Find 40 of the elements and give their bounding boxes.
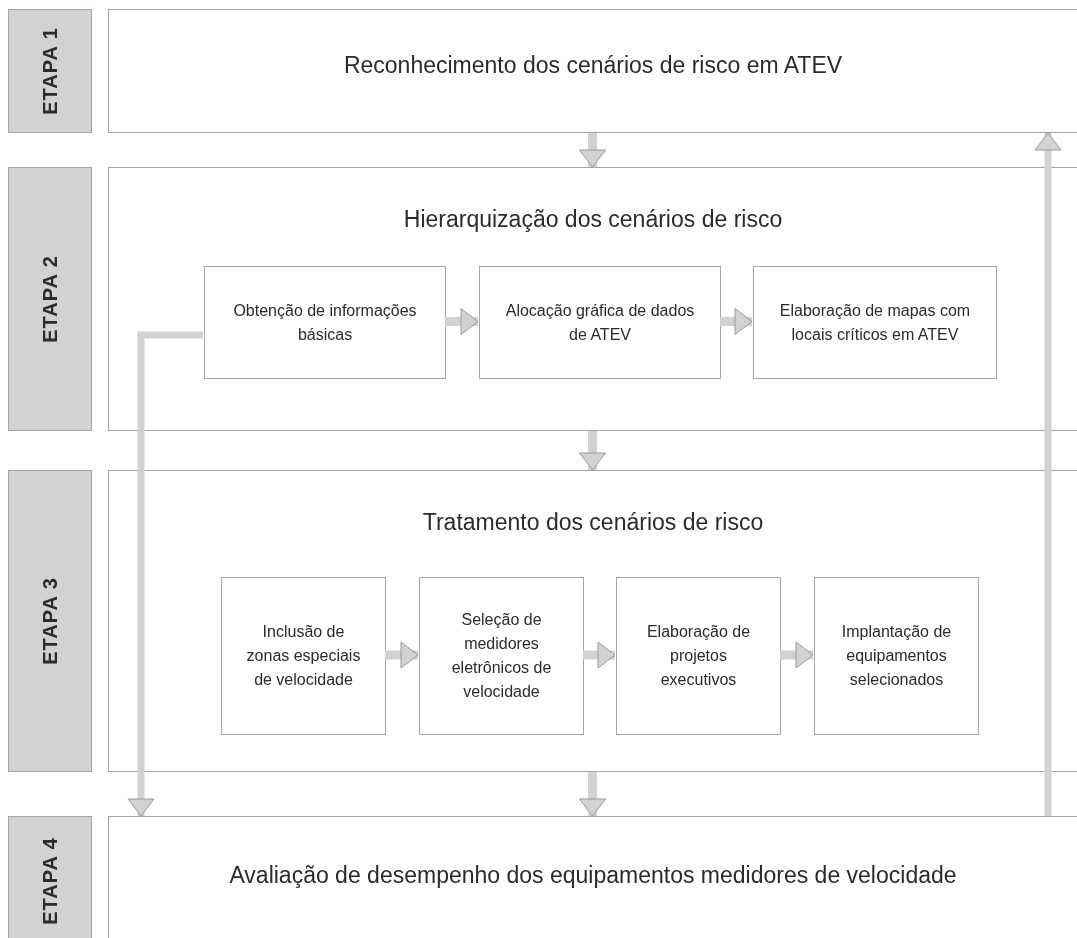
- stage-label: ETAPA 1: [38, 27, 62, 115]
- arrow: [579, 431, 606, 471]
- process-box: [616, 577, 781, 735]
- stage-panel: [108, 167, 1077, 431]
- stage-tab: [8, 167, 92, 431]
- stage-label: ETAPA 2: [38, 255, 62, 343]
- arrow: [720, 308, 753, 335]
- stage-panel: [108, 9, 1077, 133]
- process-box: [419, 577, 584, 735]
- stage-title: Reconhecimento dos cenários de risco em ATEV: [343, 51, 843, 79]
- arrow: [127, 331, 203, 817]
- process-text: Seleção de medidores eletrônicos de velocidade: [450, 610, 553, 702]
- process-box: [753, 266, 997, 379]
- stage-title: Hierarquização dos cenários de risco: [403, 206, 783, 233]
- process-box: [479, 266, 721, 379]
- arrow: [445, 308, 479, 335]
- stage-tab: [8, 470, 92, 772]
- stage-label: ETAPA 4: [38, 837, 62, 925]
- stage-label: ETAPA 3: [38, 577, 62, 665]
- process-text: Elaboração de projetos executivos: [645, 622, 752, 690]
- arrow: [579, 772, 606, 817]
- process-text: Elaboração de mapas com locais críticos em ATEV: [778, 300, 972, 345]
- stage-tab: [8, 9, 92, 133]
- stage-panel: [108, 470, 1077, 772]
- process-text: Inclusão de zonas especiais de velocidade: [245, 622, 362, 690]
- process-text: Alocação gráfica de dados de ATEV: [504, 300, 696, 345]
- stage-title: Tratamento dos cenários de risco: [422, 509, 764, 536]
- process-text: Implantação de equipamentos selecionados: [840, 622, 953, 690]
- stage-title: Avaliação de desempenho dos equipamentos medidores de velocidade: [229, 861, 957, 889]
- process-box: [221, 577, 386, 735]
- arrow: [583, 641, 616, 669]
- process-box: [814, 577, 979, 735]
- stage-panel: [108, 816, 1077, 938]
- process-box: [204, 266, 446, 379]
- arrow: [1034, 132, 1062, 816]
- arrow: [780, 641, 814, 669]
- process-text: Obtenção de informações básicas: [232, 300, 418, 345]
- arrow: [579, 133, 606, 168]
- arrow: [385, 641, 419, 669]
- stage-tab: [8, 816, 92, 938]
